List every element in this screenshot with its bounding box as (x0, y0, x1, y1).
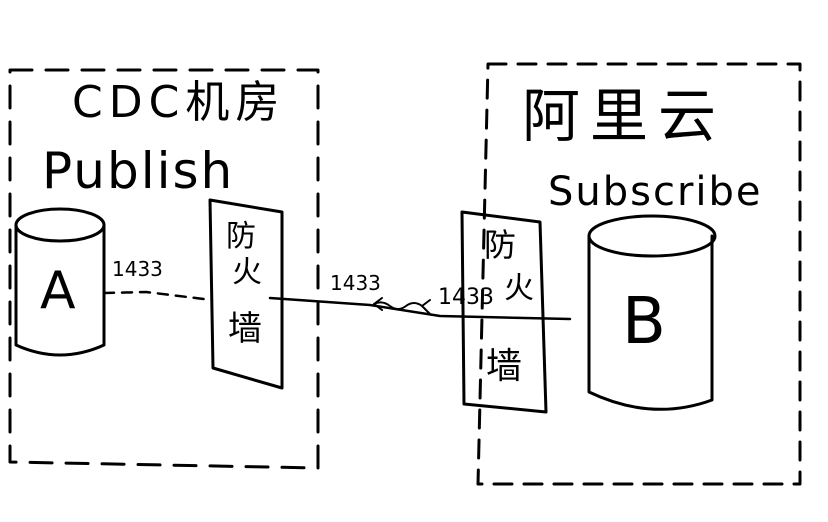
right-firewall: 防 火 墙 (460, 210, 548, 414)
left-firewall-char-3: 墙 (228, 309, 262, 349)
bidirectional-arrow (373, 299, 431, 315)
database-b: B (587, 214, 717, 411)
link-cross-zone (268, 296, 572, 321)
right-firewall-char-2: 火 (504, 271, 534, 306)
database-a-label: A (40, 261, 76, 321)
publish-label: Publish (42, 142, 234, 200)
subscribe-label: Subscribe (548, 169, 763, 215)
left-firewall-char-1: 防 (226, 219, 256, 254)
link-a-to-firewall (102, 290, 214, 302)
port-label-middle: 1433 (330, 271, 381, 295)
aliyun-zone-title: 阿里云 (522, 82, 726, 150)
port-label-right: 1433 (438, 285, 494, 310)
left-firewall-char-2: 火 (232, 255, 262, 290)
aliyun-zone-boundary (476, 62, 802, 486)
port-label-left: 1433 (112, 257, 163, 281)
left-firewall: 防 火 墙 (208, 198, 284, 390)
right-firewall-char-3: 墙 (486, 346, 522, 387)
cdc-zone-title: CDC机房 (72, 77, 285, 128)
cdc-zone-boundary (8, 68, 320, 470)
database-b-label: B (622, 285, 666, 359)
right-firewall-char-1: 防 (484, 226, 516, 264)
database-a: A (14, 207, 106, 357)
